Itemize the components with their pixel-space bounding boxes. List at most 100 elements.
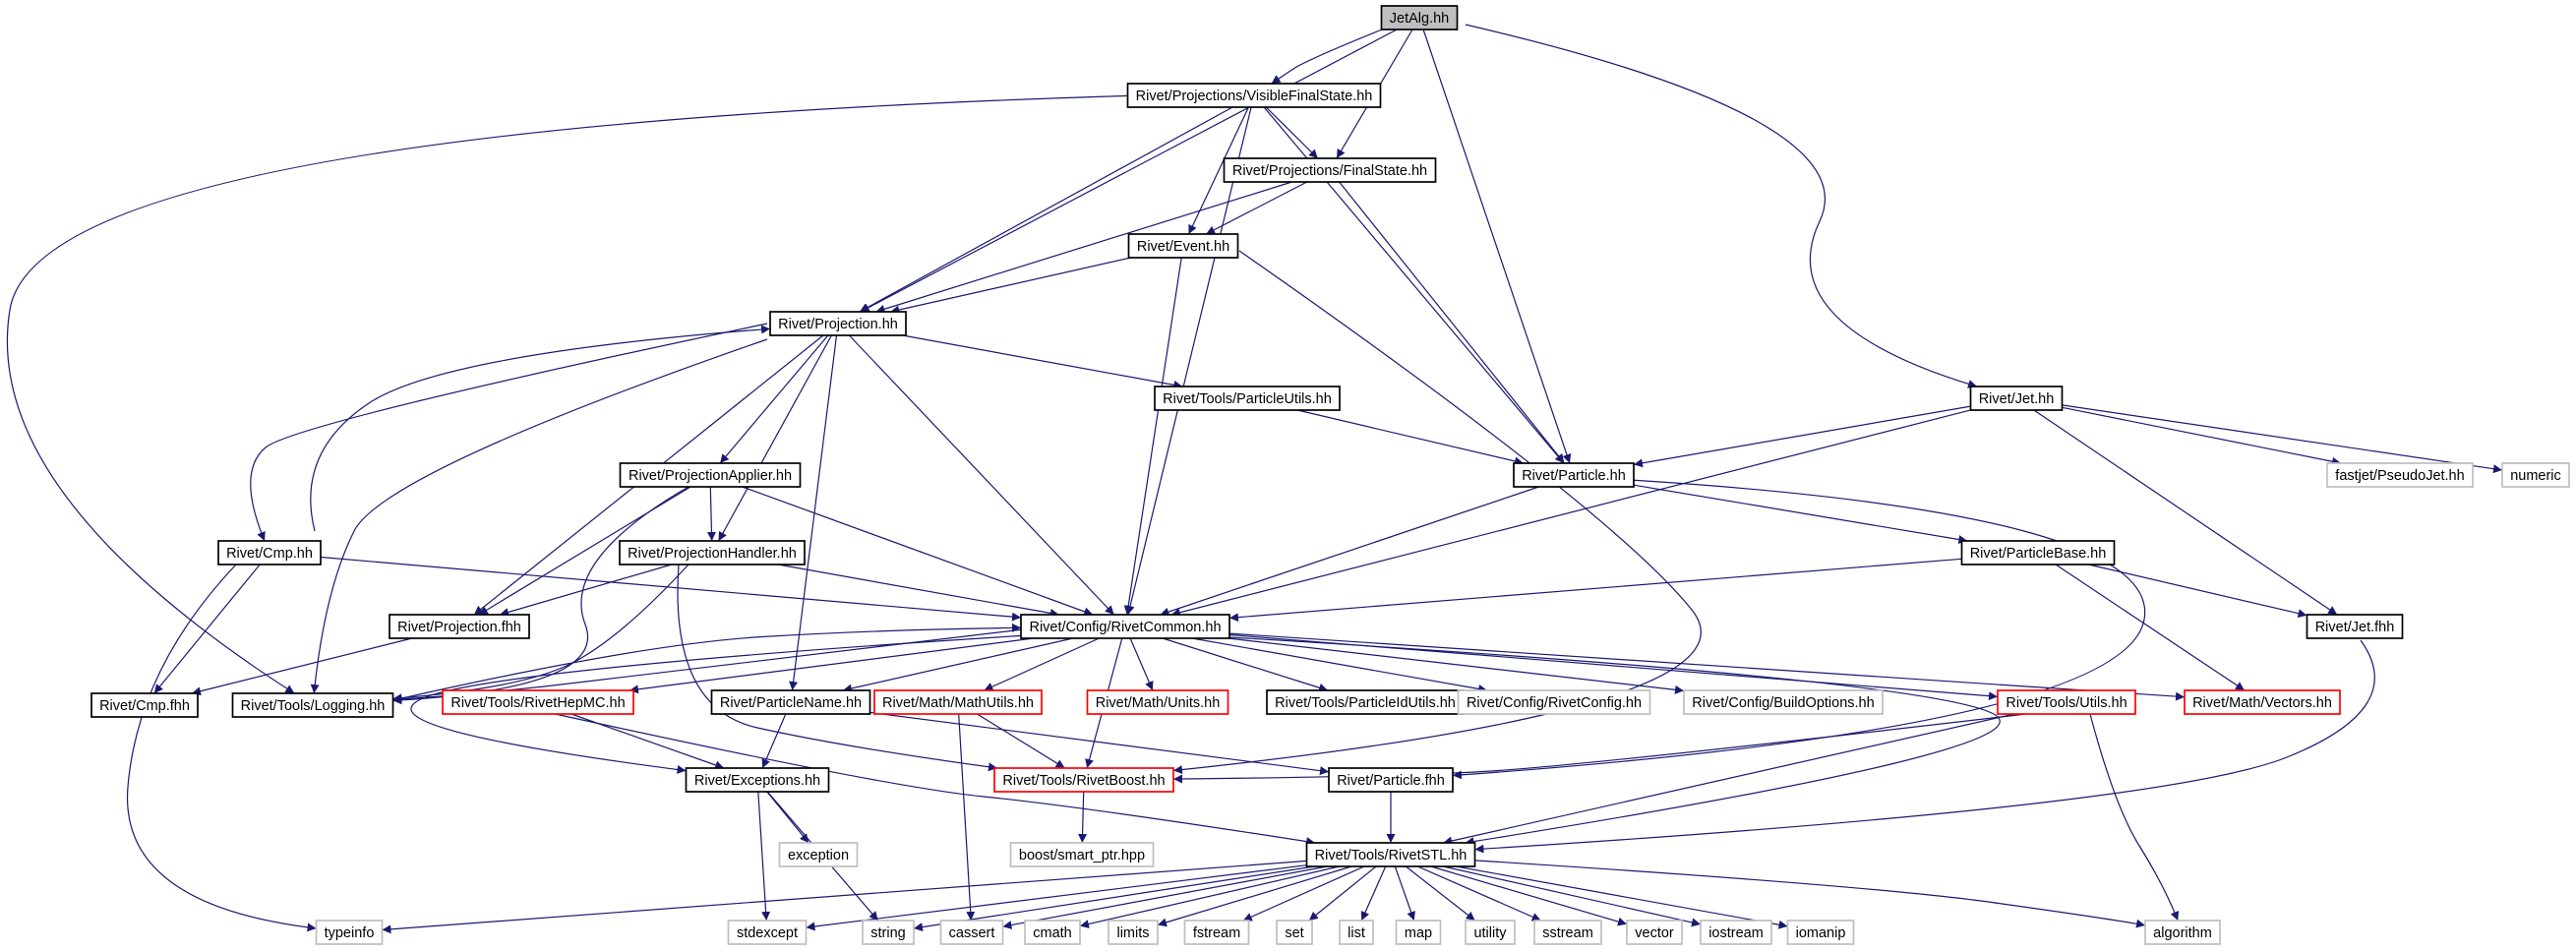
node-cmpf[interactable]: Rivet/Cmp.fhh: [90, 692, 199, 718]
edge-jet-to-particle: [1633, 405, 1971, 468]
node-fstream[interactable]: fstream: [1183, 920, 1250, 945]
node-limits[interactable]: limits: [1108, 920, 1159, 945]
node-exception[interactable]: exception: [778, 842, 859, 867]
node-fastjet[interactable]: fastjet/PseudoJet.hh: [2326, 462, 2474, 488]
node-mathutils[interactable]: Rivet/Math/MathUtils.hh: [873, 689, 1043, 715]
edge-common-to-exceptions: [410, 633, 1044, 774]
edge-vfs-to-common: [1125, 106, 1252, 616]
node-phand[interactable]: Rivet/ProjectionHandler.hh: [619, 540, 806, 565]
node-label: Rivet/Tools/RivetBoost.hh: [1002, 773, 1165, 789]
edge-papp-to-common: [742, 486, 1094, 617]
edge-vfs-to-proj: [859, 106, 1233, 313]
node-label: Rivet/Cmp.hh: [226, 546, 313, 562]
edge-phand-to-projf: [499, 564, 673, 617]
node-common[interactable]: Rivet/Config/RivetCommon.hh: [1020, 614, 1230, 639]
edge-jetf-to-stl: [1474, 639, 2375, 854]
node-iostream[interactable]: iostream: [1700, 920, 1772, 945]
edge-stl-to-map: [1394, 865, 1415, 922]
node-particle[interactable]: Rivet/Particle.hh: [1513, 462, 1635, 488]
node-utils[interactable]: Rivet/Tools/Utils.hh: [1997, 689, 2136, 715]
node-buildopt[interactable]: Rivet/Config/BuildOptions.hh: [1683, 689, 1884, 715]
node-numeric[interactable]: numeric: [2501, 462, 2570, 488]
node-box: [1533, 920, 1602, 945]
edge-exceptions-to-stdexcept: [757, 791, 771, 922]
node-utility[interactable]: utility: [1465, 920, 1516, 945]
node-papp[interactable]: Rivet/ProjectionApplier.hh: [619, 462, 802, 488]
node-proj[interactable]: Rivet/Projection.hh: [769, 311, 907, 336]
node-string[interactable]: string: [862, 920, 915, 945]
node-cmp[interactable]: Rivet/Cmp.hh: [217, 540, 322, 565]
node-stl[interactable]: Rivet/Tools/RivetSTL.hh: [1305, 842, 1476, 867]
node-label: Rivet/Projections/FinalState.hh: [1232, 163, 1427, 179]
node-map[interactable]: map: [1395, 920, 1442, 945]
node-jetf[interactable]: Rivet/Jet.fhh: [2306, 614, 2404, 639]
node-jet[interactable]: Rivet/Jet.hh: [1969, 386, 2064, 411]
node-box: [1276, 920, 1313, 945]
node-boost[interactable]: Rivet/Tools/RivetBoost.hh: [993, 767, 1174, 793]
node-cmath[interactable]: cmath: [1024, 920, 1081, 945]
node-event[interactable]: Rivet/Event.hh: [1127, 233, 1239, 259]
edge-common-to-units: [1129, 637, 1154, 691]
edge-jet-to-fastjet: [2062, 406, 2342, 466]
edge-vfs-to-logging: [6, 94, 1142, 694]
node-pname[interactable]: Rivet/ParticleName.hh: [710, 689, 871, 715]
edge-papp-to-logging: [392, 486, 689, 705]
node-box: [1997, 689, 2136, 715]
node-logging[interactable]: Rivet/Tools/Logging.hh: [231, 692, 394, 718]
node-projf[interactable]: Rivet/Projection.fhh: [389, 614, 530, 639]
node-pbase[interactable]: Rivet/ParticleBase.hh: [1960, 540, 2116, 565]
node-label: vector: [1635, 925, 1674, 941]
node-particlef[interactable]: Rivet/Particle.fhh: [1328, 767, 1454, 793]
node-fs[interactable]: Rivet/Projections/FinalState.hh: [1223, 157, 1437, 183]
node-exceptions[interactable]: Rivet/Exceptions.hh: [685, 767, 830, 793]
node-sstream[interactable]: sstream: [1533, 920, 1602, 945]
node-box: [2184, 689, 2341, 715]
node-box: [993, 767, 1174, 793]
node-jetalg[interactable]: JetAlg.hh: [1380, 5, 1459, 30]
node-label: Rivet/Exceptions.hh: [694, 773, 820, 789]
node-label: Rivet/Jet.fhh: [2315, 620, 2395, 635]
node-pidutils[interactable]: Rivet/Tools/ParticleIdUtils.hh: [1266, 689, 1465, 715]
edges-layer: [6, 23, 2503, 934]
node-algorithm[interactable]: algorithm: [2144, 920, 2221, 945]
edge-common-to-logging: [392, 628, 1024, 704]
node-typeinfo[interactable]: typeinfo: [315, 920, 384, 945]
edge-proj-to-common: [848, 334, 1115, 616]
node-label: Rivet/Math/Units.hh: [1096, 695, 1221, 711]
node-list[interactable]: list: [1339, 920, 1374, 945]
edge-common-to-buildopt: [1228, 637, 1685, 694]
node-box: [1683, 689, 1884, 715]
edge-stl-to-typeinfo: [382, 860, 1307, 934]
node-vector[interactable]: vector: [1626, 920, 1683, 945]
node-set[interactable]: set: [1276, 920, 1313, 945]
node-label: Rivet/Tools/RivetHepMC.hh: [450, 695, 625, 711]
node-config[interactable]: Rivet/Config/RivetConfig.hh: [1457, 689, 1651, 715]
edge-stl-to-iomanip: [1456, 865, 1788, 929]
node-box: [685, 767, 830, 793]
edge-stl-to-string: [913, 865, 1315, 932]
node-box: [1126, 83, 1382, 108]
node-smartptr[interactable]: boost/smart_ptr.hpp: [1009, 842, 1155, 867]
edge-phand-to-common: [778, 564, 1059, 618]
node-label: Rivet/Particle.fhh: [1337, 773, 1445, 789]
node-hepmc[interactable]: Rivet/Tools/RivetHepMC.hh: [442, 689, 634, 715]
edge-mathutils-to-boost: [977, 713, 1065, 769]
node-vectors[interactable]: Rivet/Math/Vectors.hh: [2184, 689, 2341, 715]
node-box: [442, 689, 634, 715]
node-box: [2501, 462, 2570, 488]
node-cassert[interactable]: cassert: [939, 920, 1004, 945]
node-label: stdexcept: [737, 925, 798, 941]
node-iomanip[interactable]: iomanip: [1786, 920, 1855, 945]
edge-boost-to-smartptr: [1078, 791, 1088, 844]
node-vfs[interactable]: Rivet/Projections/VisibleFinalState.hh: [1126, 83, 1382, 108]
edge-stl-to-cmath: [1079, 865, 1340, 928]
node-stdexcept[interactable]: stdexcept: [727, 920, 808, 945]
node-pu[interactable]: Rivet/Tools/ParticleUtils.hh: [1154, 386, 1341, 411]
edge-proj-to-phand: [718, 334, 832, 542]
edge-cmp-to-proj: [310, 325, 771, 532]
node-box: [1960, 540, 2116, 565]
node-units[interactable]: Rivet/Math/Units.hh: [1086, 689, 1229, 715]
node-box: [1127, 233, 1239, 259]
node-label: Rivet/Tools/Logging.hh: [241, 698, 386, 714]
